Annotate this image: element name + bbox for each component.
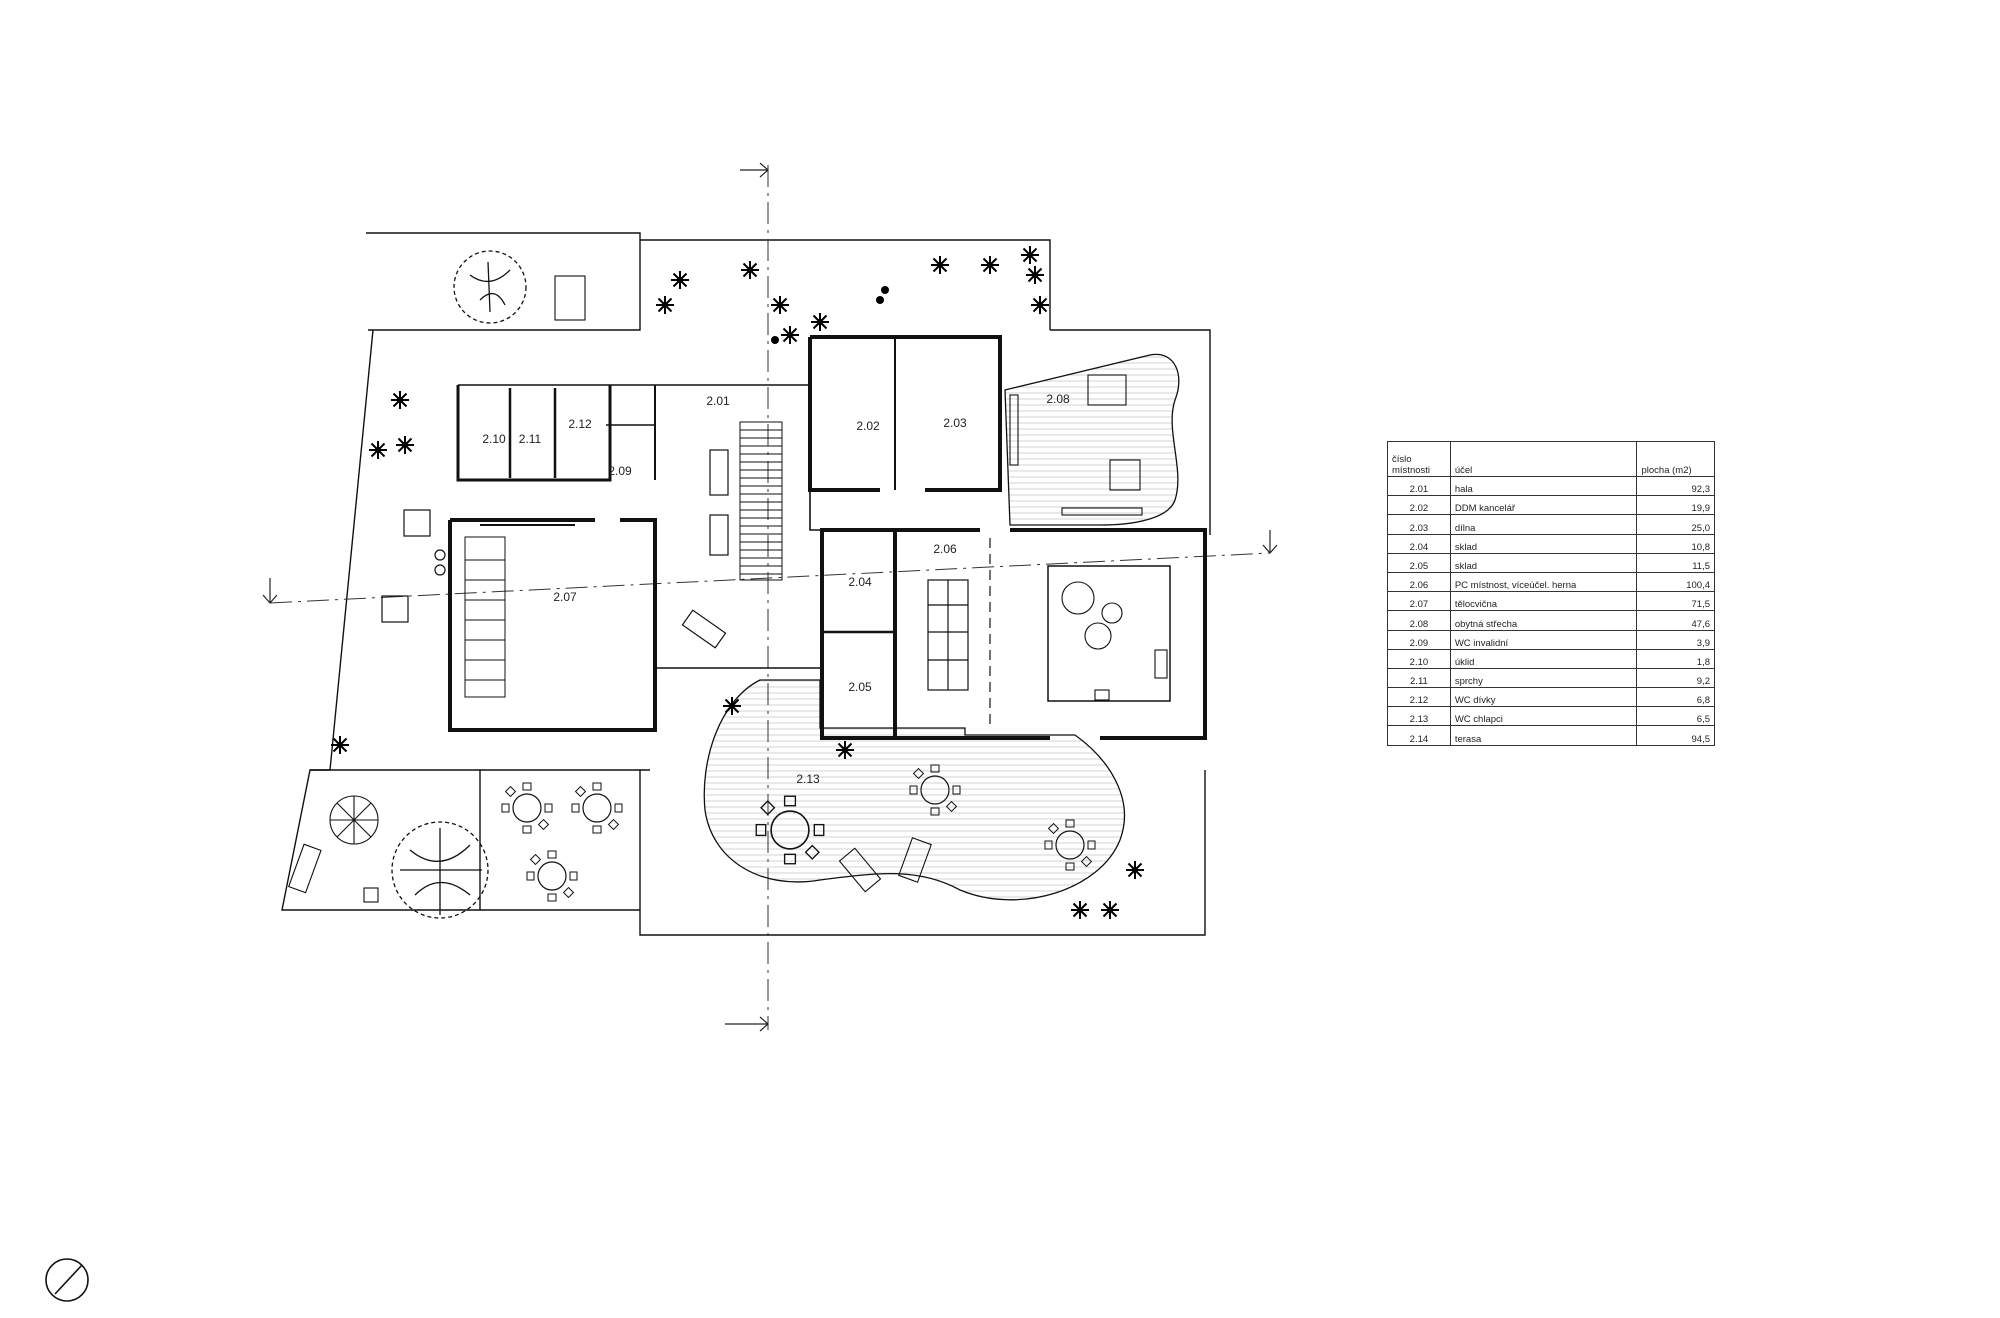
- table-cell-purpose: tělocvična: [1449, 591, 1638, 612]
- play-area-circles: [1061, 581, 1168, 701]
- table-cell-area: 71,5: [1636, 591, 1715, 612]
- tree-top: [453, 250, 527, 324]
- table-cell-area: 25,0: [1636, 514, 1715, 535]
- table-cell-purpose: dílna: [1449, 514, 1638, 535]
- room-label-2-07: 2.07: [553, 590, 577, 604]
- table-cell-number: 2.11: [1387, 667, 1451, 689]
- table-header-row: číslo místnosti účel plocha (m2): [1387, 441, 1715, 477]
- roof-terrace-furniture: [1009, 374, 1143, 516]
- terrace-tables: [501, 764, 1096, 902]
- table-cell-number: 2.04: [1387, 533, 1451, 554]
- building-walls: [448, 335, 1207, 740]
- table-cell-number: 2.01: [1387, 475, 1451, 497]
- pc-desks: [927, 579, 969, 691]
- gym-equipment: [464, 524, 575, 698]
- table-cell-purpose: obytná střecha: [1449, 610, 1638, 631]
- room-labels: 2.01 2.02 2.03 2.04 2.05 2.06 2.07 2.08 …: [482, 392, 1070, 786]
- header-purpose: účel: [1449, 441, 1638, 477]
- table-cell-purpose: WC chlapci: [1449, 706, 1638, 727]
- room-label-2-13: 2.13: [796, 772, 820, 786]
- north-arrow-icon: [45, 1258, 89, 1302]
- table-cell-purpose: PC místnost, víceúčel. herna: [1449, 571, 1638, 593]
- table-cell-number: 2.13: [1387, 706, 1451, 727]
- header-area: plocha (m2): [1636, 441, 1715, 477]
- staircase: [739, 421, 783, 581]
- room-label-2-03: 2.03: [943, 416, 967, 430]
- room-label-2-12: 2.12: [568, 417, 592, 431]
- table-cell-purpose: úklid: [1449, 648, 1638, 669]
- table-cell-number: 2.08: [1387, 610, 1451, 631]
- table-cell-area: 10,8: [1636, 533, 1715, 554]
- room-label-2-11: 2.11: [519, 432, 542, 446]
- section-arrows: [262, 162, 1278, 1032]
- site-boundary: [281, 232, 1211, 936]
- table-cell-area: 94,5: [1636, 725, 1715, 746]
- room-label-2-01: 2.01: [706, 394, 730, 408]
- room-label-2-10: 2.10: [482, 432, 506, 446]
- table-cell-area: 3,9: [1636, 629, 1715, 650]
- table-cell-area: 6,8: [1636, 687, 1715, 708]
- tree-bottom: [391, 821, 489, 919]
- table-cell-purpose: hala: [1449, 475, 1638, 497]
- table-cell-area: 47,6: [1636, 610, 1715, 631]
- room-label-2-02: 2.02: [856, 419, 880, 433]
- table-cell-number: 2.02: [1387, 495, 1451, 516]
- room-label-2-05: 2.05: [848, 680, 872, 694]
- table-cell-number: 2.05: [1387, 552, 1451, 573]
- terrace-2-08: [1004, 353, 1180, 526]
- room-label-2-08: 2.08: [1046, 392, 1070, 406]
- table-cell-purpose: terasa: [1449, 725, 1638, 746]
- table-cell-number: 2.10: [1387, 648, 1451, 669]
- table-cell-number: 2.12: [1387, 687, 1451, 708]
- room-label-2-04: 2.04: [848, 575, 872, 589]
- table-cell-number: 2.06: [1387, 571, 1451, 593]
- table-cell-area: 100,4: [1636, 571, 1715, 593]
- table-cell-area: 6,5: [1636, 706, 1715, 727]
- table-cell-number: 2.07: [1387, 591, 1451, 612]
- room-label-2-06: 2.06: [933, 542, 957, 556]
- table-cell-number: 2.09: [1387, 629, 1451, 650]
- table-cell-area: 1,8: [1636, 648, 1715, 669]
- terrace-2-14: [703, 679, 1125, 901]
- table-cell-number: 2.03: [1387, 514, 1451, 535]
- table-cell-area: 9,2: [1636, 667, 1715, 689]
- table-cell-number: 2.14: [1387, 725, 1451, 746]
- table-cell-purpose: WC invalidní: [1449, 629, 1638, 650]
- header-room-number: číslo místnosti: [1387, 441, 1451, 477]
- table-cell-purpose: sklad: [1449, 533, 1638, 554]
- table-cell-area: 11,5: [1636, 552, 1715, 573]
- table-cell-purpose: DDM kancelář: [1449, 495, 1638, 516]
- table-cell-purpose: sprchy: [1449, 667, 1638, 689]
- shrubs: [330, 245, 1145, 920]
- table-cell-purpose: WC dívky: [1449, 687, 1638, 708]
- table-cell-purpose: sklad: [1449, 552, 1638, 573]
- table-cell-area: 92,3: [1636, 475, 1715, 497]
- garden-objects: [287, 275, 586, 903]
- section-lines: [269, 165, 1271, 1030]
- table-cell-area: 19,9: [1636, 495, 1715, 516]
- hall-furniture: [381, 449, 729, 649]
- room-label-2-09: 2.09: [608, 464, 632, 478]
